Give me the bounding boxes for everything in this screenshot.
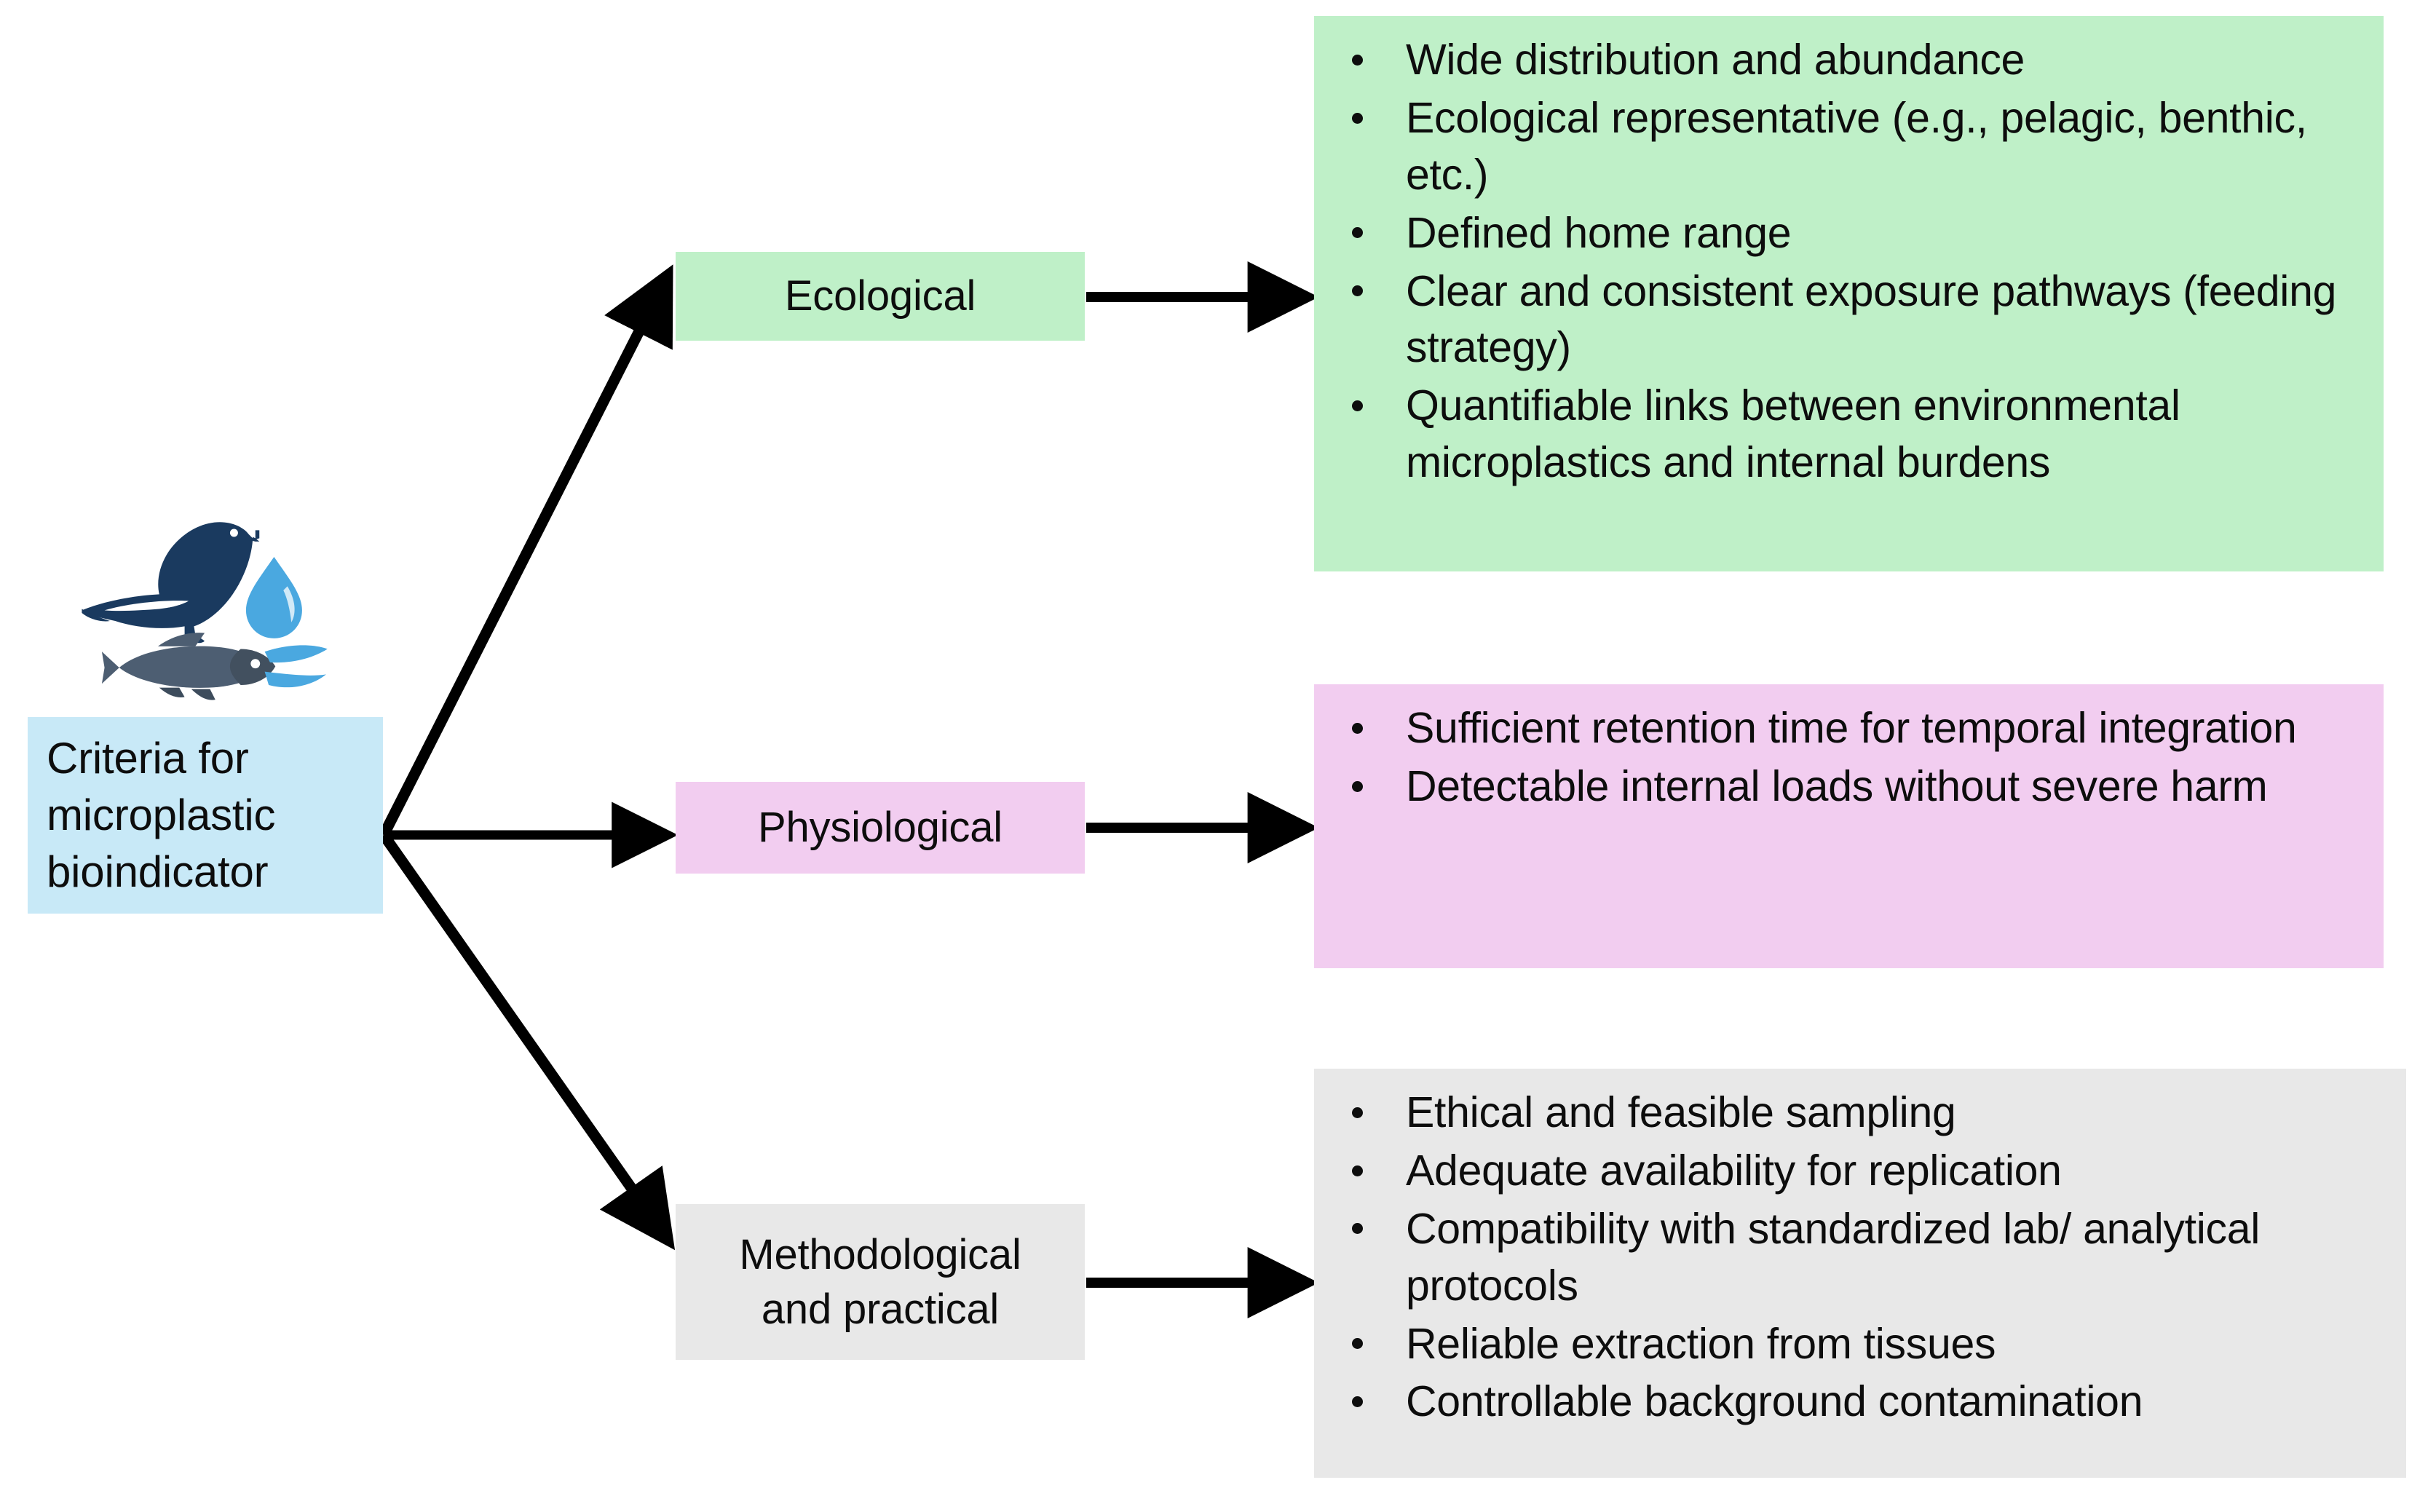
connector-source-to-methodological: [379, 831, 676, 1251]
criteria-item-label: Clear and consistent exposure pathways (…: [1406, 266, 2337, 372]
bullet-dot-icon: [1352, 780, 1363, 792]
criteria-item: Ethical and feasible sampling: [1339, 1085, 2381, 1141]
criteria-item-label: Detectable internal loads without severe…: [1406, 761, 2268, 810]
criteria-list-physiological: Sufficient retention time for temporal i…: [1339, 700, 2359, 815]
criteria-item: Reliable extraction from tissues: [1339, 1316, 2381, 1373]
criteria-item-label: Defined home range: [1406, 208, 1792, 257]
category-chip-ecological[interactable]: Ecological: [676, 252, 1085, 341]
criteria-item-label: Sufficient retention time for temporal i…: [1406, 704, 2297, 752]
criteria-item-label: Compatibility with standardized lab/ ana…: [1406, 1204, 2261, 1310]
criteria-item: Adequate availability for replication: [1339, 1143, 2381, 1200]
bullet-dot-icon: [1352, 1338, 1363, 1350]
criteria-item: Clear and consistent exposure pathways (…: [1339, 264, 2359, 377]
bird-fish-waterdrop-icon: [40, 477, 355, 717]
criteria-item-label: Ecological representative (e.g., pelagic…: [1406, 93, 2307, 199]
criteria-item: Quantifiable links between environmental…: [1339, 378, 2359, 491]
bullet-dot-icon: [1352, 1396, 1363, 1408]
bullet-dot-icon: [1352, 112, 1363, 124]
criteria-item-label: Reliable extraction from tissues: [1406, 1319, 1996, 1368]
criteria-item-label: Ethical and feasible sampling: [1406, 1088, 1956, 1136]
detail-panel-physiological: Sufficient retention time for temporal i…: [1314, 684, 2384, 968]
bullet-dot-icon: [1352, 400, 1363, 411]
criteria-item-label: Wide distribution and abundance: [1406, 36, 2025, 84]
connector-source-to-ecological: [379, 264, 673, 838]
bullet-dot-icon: [1352, 285, 1363, 297]
bullet-dot-icon: [1352, 227, 1363, 239]
category-chip-physiological[interactable]: Physiological: [676, 782, 1085, 874]
category-chip-physiological-label: Physiological: [758, 804, 1003, 852]
criteria-item: Defined home range: [1339, 205, 2359, 262]
bullet-dot-icon: [1352, 1223, 1363, 1235]
source-node[interactable]: Criteria for microplastic bioindicator: [28, 477, 383, 914]
source-label: Criteria for microplastic bioindicator: [28, 717, 383, 914]
bullet-dot-icon: [1352, 1107, 1363, 1118]
category-chip-methodological[interactable]: Methodological and practical: [676, 1204, 1085, 1360]
criteria-item: Ecological representative (e.g., pelagic…: [1339, 90, 2359, 204]
bullet-dot-icon: [1352, 1165, 1363, 1176]
bullet-dot-icon: [1352, 722, 1363, 734]
criteria-item: Wide distribution and abundance: [1339, 32, 2359, 89]
criteria-item: Detectable internal loads without severe…: [1339, 759, 2359, 815]
criteria-item-label: Quantifiable links between environmental…: [1406, 381, 2180, 487]
criteria-item: Compatibility with standardized lab/ ana…: [1339, 1201, 2381, 1315]
category-chip-ecological-label: Ecological: [784, 272, 976, 320]
criteria-item-label: Adequate availability for replication: [1406, 1146, 2062, 1195]
criteria-item: Sufficient retention time for temporal i…: [1339, 700, 2359, 757]
criteria-item-label: Controllable background contamination: [1406, 1377, 2143, 1426]
criteria-item: Controllable background contamination: [1339, 1374, 2381, 1430]
bullet-dot-icon: [1352, 54, 1363, 66]
category-chip-methodological-label: Methodological and practical: [739, 1230, 1021, 1333]
